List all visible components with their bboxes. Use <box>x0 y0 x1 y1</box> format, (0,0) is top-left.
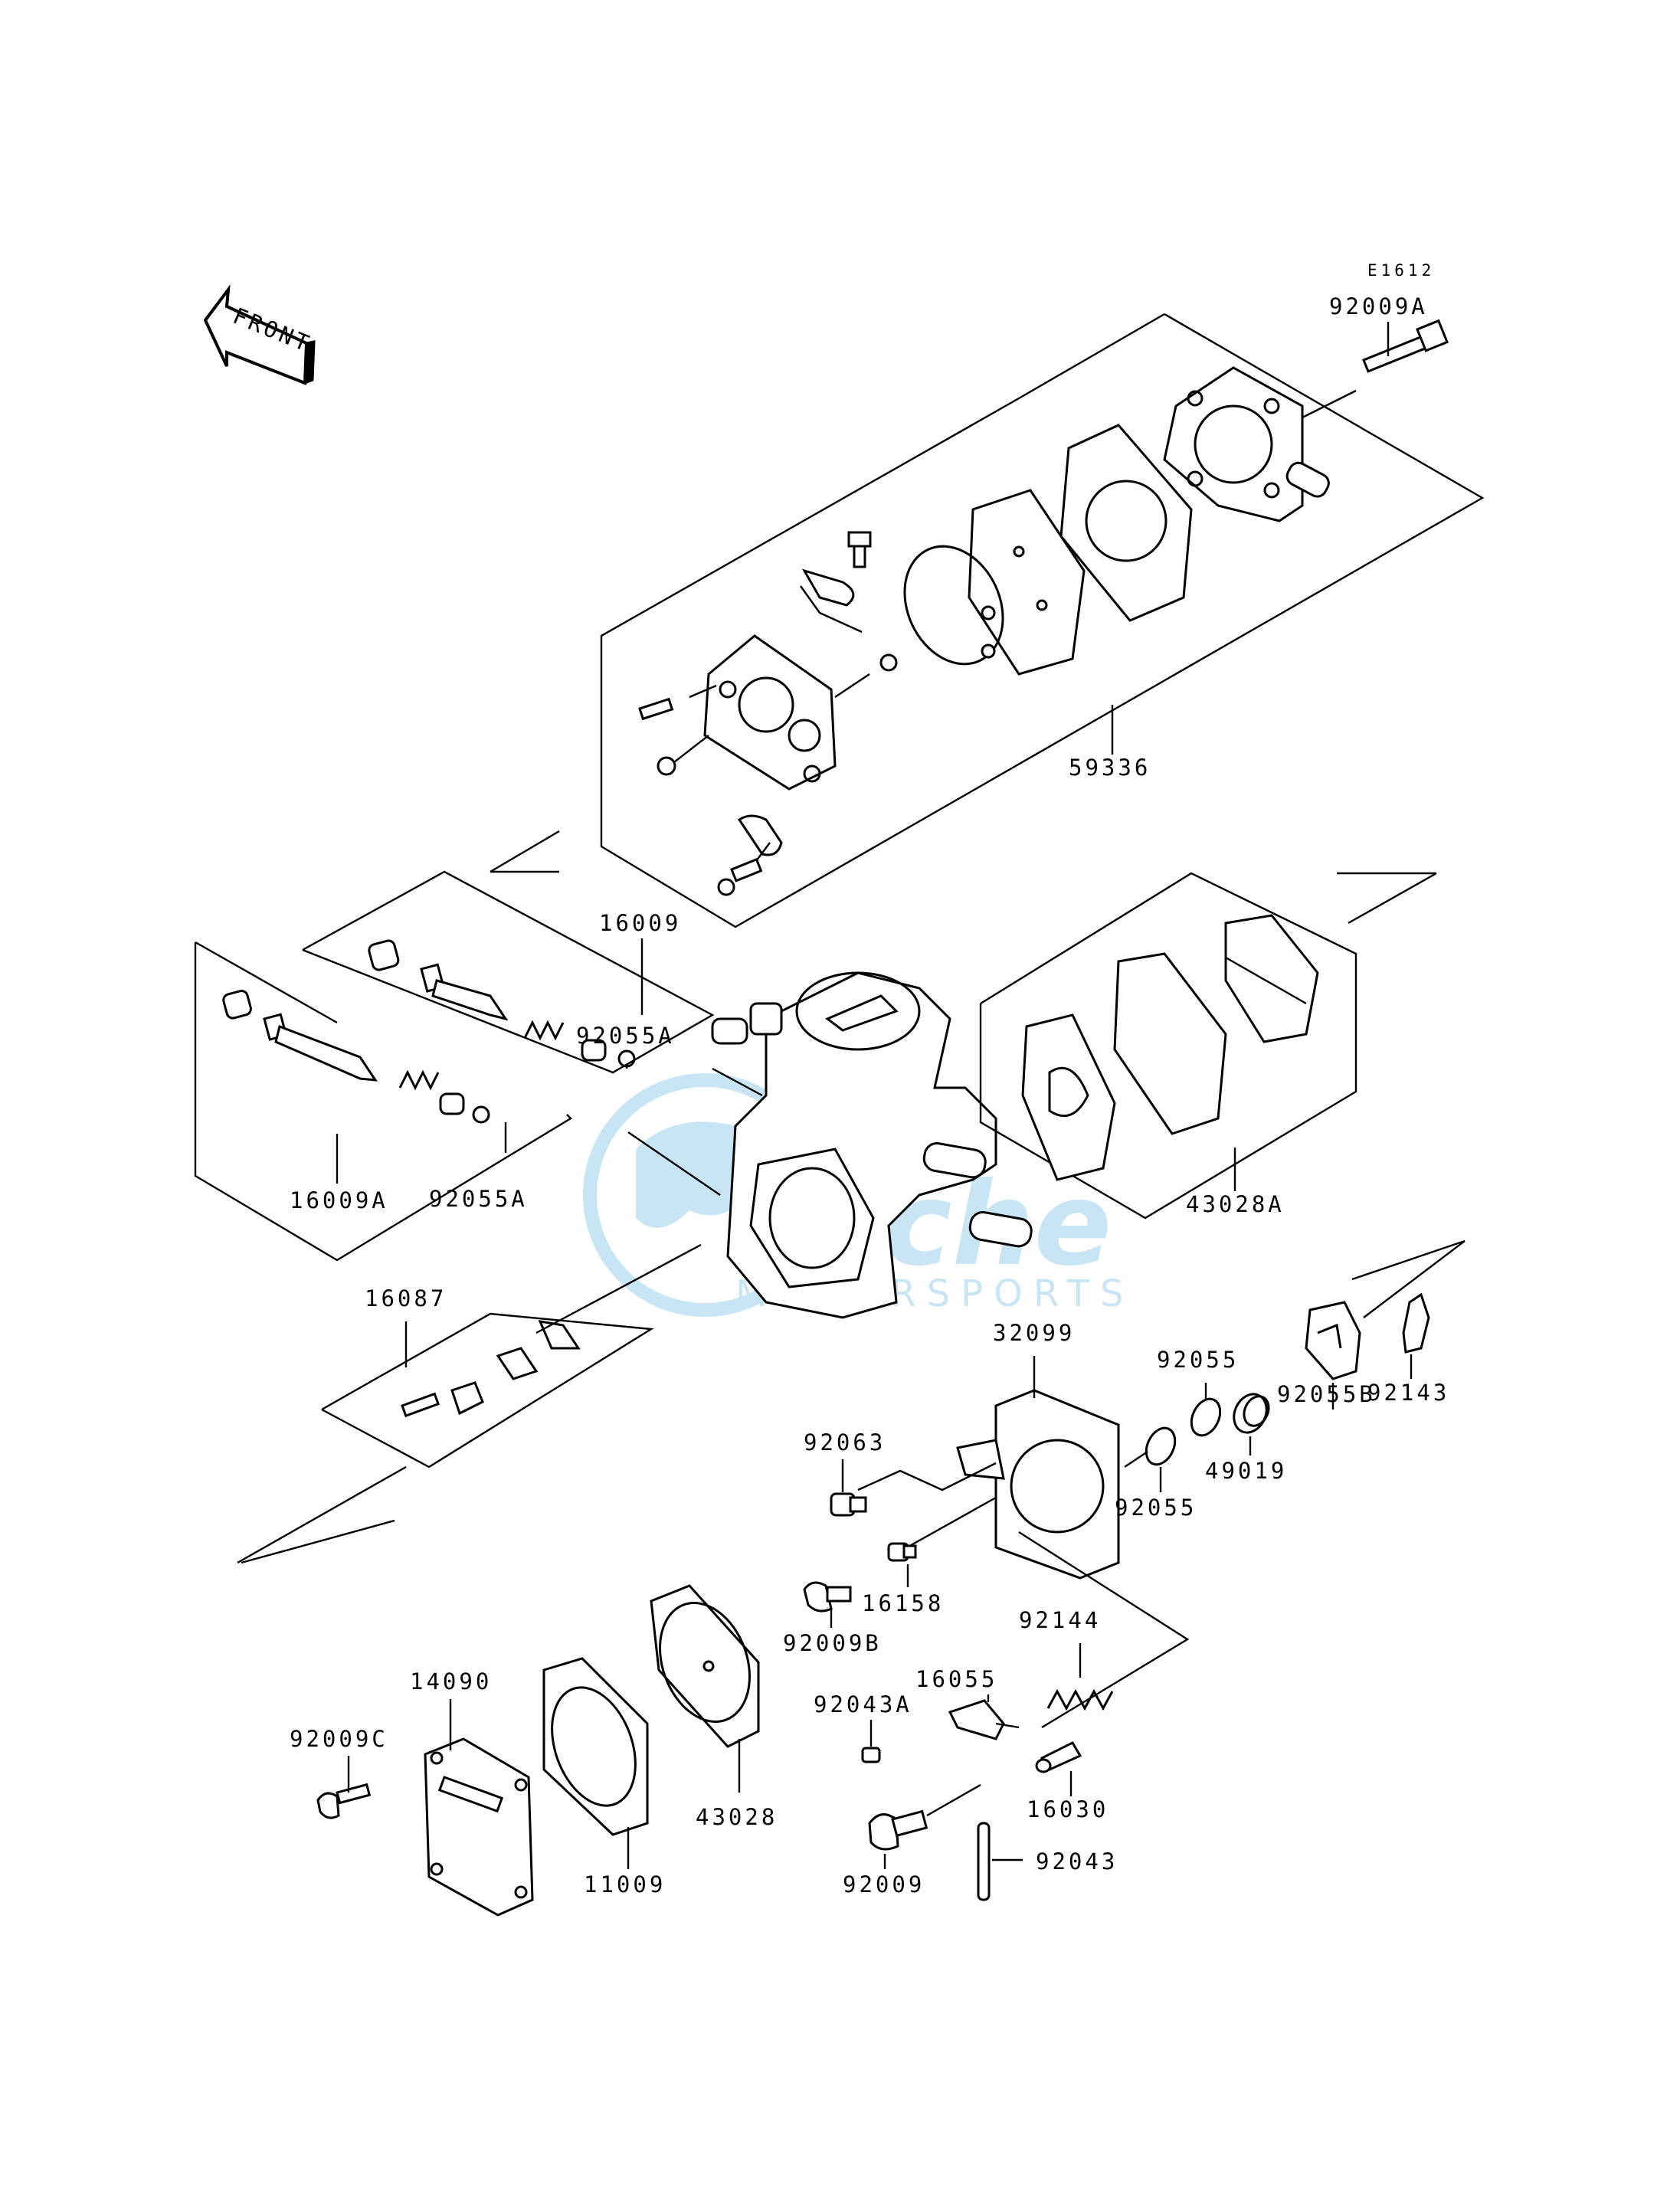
pump-gasket-1 <box>1059 424 1193 622</box>
kit-box-43028A <box>979 872 1437 1220</box>
kit-box-16087 <box>237 1312 654 1564</box>
leader-16009-to-body <box>712 1067 763 1097</box>
label-92143: 92143 <box>1367 1380 1449 1406</box>
screw-92043A <box>861 1747 881 1763</box>
label-14090: 14090 <box>410 1668 492 1694</box>
label-92043A: 92043A <box>814 1691 912 1717</box>
cover-14090 <box>424 1737 534 1917</box>
diaphragm-43028 <box>650 1584 760 1748</box>
label-16055: 16055 <box>915 1666 997 1692</box>
label-92009: 92009 <box>843 1871 925 1897</box>
needle-assembly-16009 <box>368 939 636 1068</box>
label-92055-lower: 92055 <box>1115 1495 1197 1521</box>
label-92055B: 92055B <box>1277 1381 1376 1407</box>
label-92055A-lower: 92055A <box>429 1186 528 1212</box>
lever-16055 <box>948 1699 1020 1740</box>
needle-assembly-16009A <box>222 990 490 1124</box>
label-92009C: 92009C <box>290 1726 388 1752</box>
kit-box-59336 <box>600 313 1485 928</box>
screw-92009B <box>803 1581 852 1613</box>
label-92009A: 92009A <box>1329 293 1428 319</box>
label-16030: 16030 <box>1027 1796 1109 1822</box>
label-59336: 59336 <box>1069 755 1151 781</box>
kit-box-16009 <box>302 830 715 1074</box>
oring-92055-a <box>1124 1426 1177 1468</box>
clip-92143 <box>1351 1239 1465 1354</box>
kit-box-16009A <box>194 941 572 1262</box>
label-43028: 43028 <box>696 1804 778 1830</box>
bracket-92055B <box>1305 1301 1361 1380</box>
screw-92009 <box>868 1783 981 1851</box>
label-16158: 16158 <box>862 1590 944 1616</box>
label-92055-upper: 92055 <box>1157 1347 1239 1373</box>
valve-parts-16087 <box>401 1243 702 1418</box>
plug-49019 <box>1233 1393 1270 1434</box>
label-92043: 92043 <box>1036 1848 1118 1874</box>
diagram-code: E1612 <box>1367 261 1435 280</box>
label-92055A-upper: 92055A <box>576 1023 675 1049</box>
screw-92009C <box>316 1783 372 1819</box>
oring-92055-b <box>1190 1397 1222 1437</box>
watermark-continents <box>636 1121 756 1228</box>
leader-lines <box>336 705 1413 1869</box>
gasket-43028A-parts <box>1021 914 1319 1181</box>
screw-92063 <box>830 1492 867 1517</box>
label-92009B: 92009B <box>783 1630 882 1656</box>
pump-cover-part <box>1163 366 1330 522</box>
pump-diaphragm <box>903 545 1004 666</box>
label-43028A: 43028A <box>1186 1191 1285 1217</box>
spring-92144 <box>1046 1688 1114 1711</box>
label-32099: 32099 <box>993 1320 1075 1346</box>
carburetor-body <box>711 971 1033 1319</box>
label-49019: 49019 <box>1205 1458 1287 1484</box>
label-11009: 11009 <box>584 1871 666 1897</box>
pin-92043 <box>977 1822 991 1901</box>
pump-body <box>638 634 898 791</box>
pump-gasket-2 <box>968 489 1086 676</box>
label-16009A: 16009A <box>290 1187 388 1213</box>
gasket-11009 <box>542 1657 649 1836</box>
screw-16158 <box>887 1542 917 1562</box>
bolt-92009A <box>1302 319 1449 419</box>
check-valve-upper <box>800 531 872 634</box>
label-92144: 92144 <box>1019 1607 1101 1633</box>
label-92063: 92063 <box>804 1429 886 1455</box>
part-labels: 92009A 59336 16009 92055A 92055A 16009A … <box>290 293 1449 1897</box>
check-valve-lower <box>717 814 783 896</box>
front-arrow-icon: FRONT <box>203 284 316 385</box>
label-16087: 16087 <box>365 1285 447 1311</box>
needle-valve-16030 <box>1035 1741 1082 1773</box>
label-16009: 16009 <box>599 910 681 936</box>
leader-16009A-to-body <box>627 1131 721 1196</box>
